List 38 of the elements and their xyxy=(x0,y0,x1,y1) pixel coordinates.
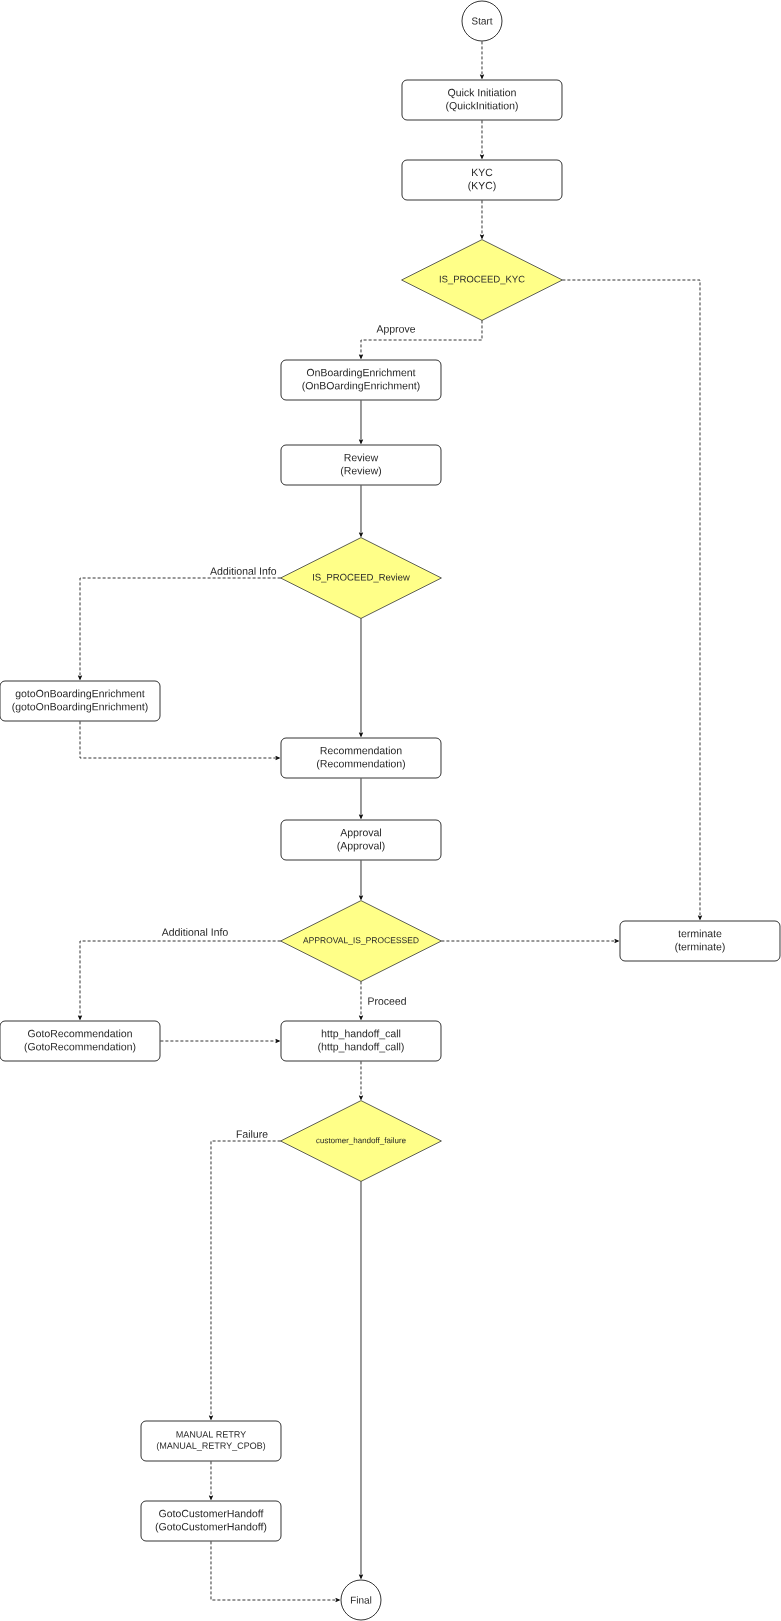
process-box: Quick Initiation (QuickInitiation) xyxy=(401,79,563,121)
arrow xyxy=(359,485,363,537)
arrow xyxy=(209,1140,281,1420)
process-box: terminate (terminate) xyxy=(619,920,781,962)
arrow xyxy=(359,778,363,819)
arrow xyxy=(359,320,483,359)
arrow xyxy=(359,618,363,737)
process-box: gotoOnBoardingEnrichment (gotoOnBoardingEnrichment) xyxy=(0,680,161,722)
process-box: OnBoardingEnrichment (OnBOardingEnrichment) xyxy=(280,359,442,401)
edge-label: Proceed xyxy=(366,996,408,1006)
process-box: KYC (KYC) xyxy=(401,159,563,201)
arrow xyxy=(359,1181,363,1579)
arrow xyxy=(160,1039,280,1043)
process-box: Approval (Approval) xyxy=(280,819,442,861)
arrow xyxy=(79,721,280,760)
arrow xyxy=(562,279,702,920)
process-box: MANUAL RETRY (MANUAL_RETRY_CPOB) xyxy=(140,1420,282,1462)
arrow xyxy=(441,939,619,943)
arrow xyxy=(210,1541,340,1602)
edge-label: Additional Info xyxy=(209,566,278,576)
process-box: GotoRecommendation (GotoRecommendation) xyxy=(0,1020,161,1062)
process-box: Review (Review) xyxy=(280,444,442,486)
arrow xyxy=(209,1461,213,1500)
arrow xyxy=(359,860,363,900)
arrow xyxy=(78,940,281,1020)
arrow xyxy=(359,400,363,444)
process-box: GotoCustomerHandoff (GotoCustomerHandoff) xyxy=(140,1500,282,1542)
process-box: http_handoff_call (http_handoff_call) xyxy=(280,1020,442,1062)
arrow xyxy=(359,1061,363,1100)
arrow xyxy=(78,577,281,680)
process-box: Recommendation (Recommendation) xyxy=(280,737,442,779)
arrow xyxy=(480,200,484,239)
edge-label: Failure xyxy=(234,1129,270,1139)
edge-label: Additional Info xyxy=(160,927,230,937)
arrow xyxy=(480,41,484,79)
arrow xyxy=(359,981,363,1020)
arrow xyxy=(480,120,484,159)
edge-label: Approve xyxy=(375,324,417,336)
